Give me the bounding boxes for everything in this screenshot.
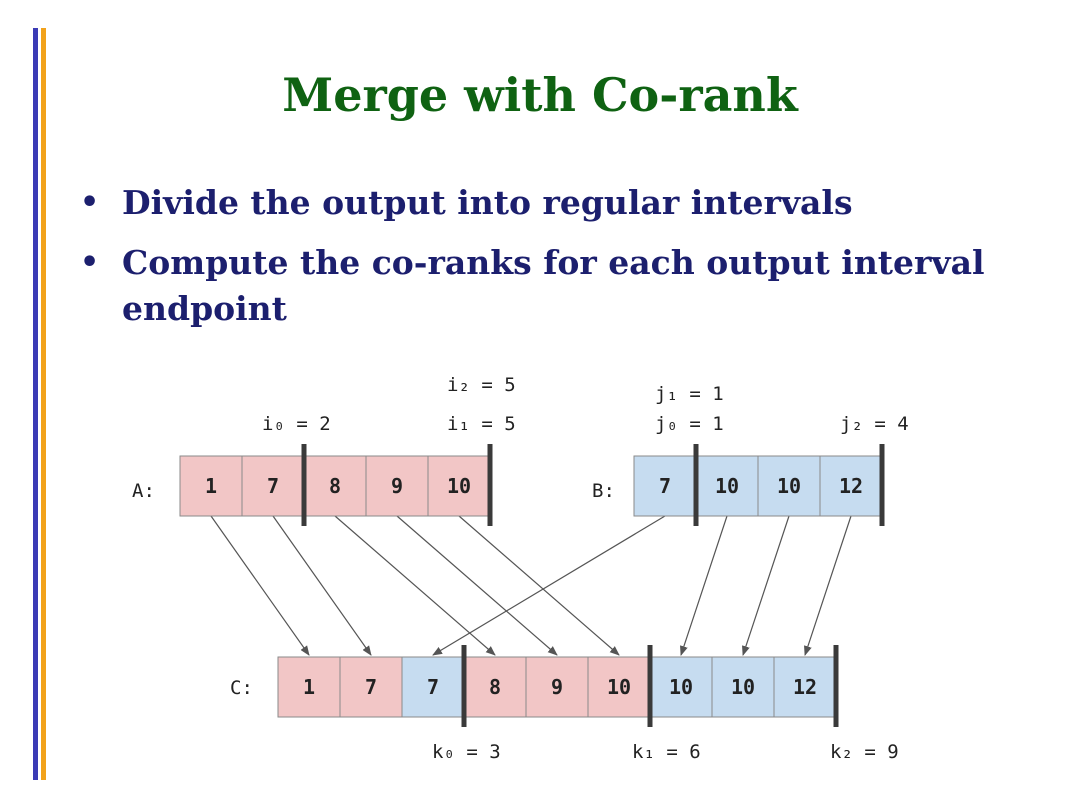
array-c-cell <box>401 656 465 718</box>
array-c-cells: 1 7 7 8 9 10 10 10 12 <box>277 656 837 718</box>
bullet-text: Divide the output into regular intervals <box>122 183 853 222</box>
array-b-cell <box>633 455 697 517</box>
co-rank-dividers <box>301 444 885 727</box>
array-c-cell-value: 10 <box>731 675 755 699</box>
array-c-cell <box>277 656 341 718</box>
array-a-cell <box>179 455 243 517</box>
array-c-cell <box>463 656 527 718</box>
merge-arrow <box>272 515 372 656</box>
array-a-cell-value: 10 <box>447 474 471 498</box>
array-b-divider <box>693 444 699 526</box>
annotation-i2: i₂ = 5 <box>447 374 516 396</box>
array-a-cell <box>241 455 305 517</box>
array-a-cell-value: 9 <box>391 474 403 498</box>
left-accent-bar-orange <box>41 28 46 780</box>
merge-arrow <box>396 515 558 656</box>
array-c-cell-value: 10 <box>669 675 693 699</box>
annotation-i0: i₀ = 2 <box>262 413 331 435</box>
merge-arrow <box>680 515 728 656</box>
array-b-cell <box>757 455 821 517</box>
array-b-cell <box>695 455 759 517</box>
annotation-j1: j₁ = 1 <box>655 383 724 405</box>
annotation-k2: k₂ = 9 <box>830 741 899 763</box>
array-a-cell <box>303 455 367 517</box>
array-b-label: B: <box>592 480 615 502</box>
array-c-divider <box>833 645 839 727</box>
bullet-text: Compute the co-ranks for each output int… <box>122 243 985 328</box>
merge-arrow <box>432 515 666 656</box>
array-a-cell-value: 7 <box>267 474 279 498</box>
array-c-divider <box>647 645 653 727</box>
array-b-cell-value: 10 <box>777 474 801 498</box>
bullet-list: • Divide the output into regular interva… <box>80 180 1040 346</box>
array-b-cells: 7 10 10 12 <box>633 455 883 517</box>
bullet-dot-icon: • <box>80 245 100 280</box>
array-c-cell <box>773 656 837 718</box>
array-c-cell <box>525 656 589 718</box>
array-c-cell-value: 7 <box>365 675 377 699</box>
left-accent-bar-blue <box>33 28 38 780</box>
array-c-cell-value: 7 <box>427 675 439 699</box>
annotation-k0: k₀ = 3 <box>432 741 501 763</box>
merge-arrow <box>210 515 310 656</box>
array-a-cells: 1 7 8 9 10 <box>179 455 491 517</box>
array-c-cell-value: 12 <box>793 675 817 699</box>
annotation-j2: j₂ = 4 <box>840 413 909 435</box>
array-c-cell <box>711 656 775 718</box>
merge-arrow <box>334 515 496 656</box>
array-c-label: C: <box>230 677 253 699</box>
array-c-divider <box>461 645 467 727</box>
merge-arrows <box>210 515 852 656</box>
bullet-dot-icon: • <box>80 185 100 220</box>
array-a-divider <box>487 444 493 526</box>
array-a-label: A: <box>132 480 155 502</box>
merge-arrow <box>804 515 852 656</box>
array-b-cell-value: 7 <box>659 474 671 498</box>
array-c-cell <box>587 656 651 718</box>
merge-arrow <box>742 515 790 656</box>
array-c-cell-value: 10 <box>607 675 631 699</box>
array-a-cell <box>427 455 491 517</box>
array-c-cell-value: 8 <box>489 675 501 699</box>
bullet-item: • Divide the output into regular interva… <box>80 180 1040 226</box>
slide-title: Merge with Co-rank <box>282 68 798 122</box>
array-b-divider <box>879 444 885 526</box>
array-c-cell <box>339 656 403 718</box>
array-b-cell <box>819 455 883 517</box>
bullet-item: • Compute the co-ranks for each output i… <box>80 240 1040 332</box>
array-c-cell-value: 1 <box>303 675 315 699</box>
array-a-cell-value: 1 <box>205 474 217 498</box>
array-b-cell-value: 10 <box>715 474 739 498</box>
annotation-j0: j₀ = 1 <box>655 413 724 435</box>
array-b-cell-value: 12 <box>839 474 863 498</box>
annotation-k1: k₁ = 6 <box>632 741 701 763</box>
array-a-cell-value: 8 <box>329 474 341 498</box>
array-c-cell-value: 9 <box>551 675 563 699</box>
merge-arrow <box>458 515 620 656</box>
annotation-i1: i₁ = 5 <box>447 413 516 435</box>
array-a-divider <box>301 444 307 526</box>
